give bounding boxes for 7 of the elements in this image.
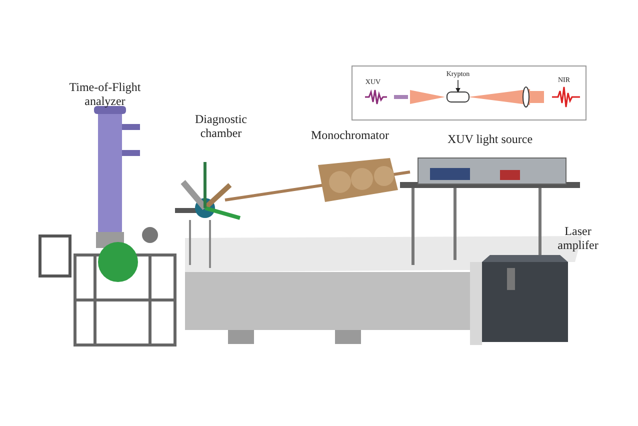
- part-label: XUV light source: [446, 132, 534, 146]
- leader-arrow: [456, 80, 460, 93]
- part-label: Laser amplifer: [556, 224, 600, 252]
- part-label: Monochromator: [310, 128, 390, 142]
- part-label: Diagnostic chamber: [194, 112, 248, 140]
- gas-cell: [446, 92, 470, 102]
- part-label: Time-of-Flight analyzer: [68, 80, 142, 108]
